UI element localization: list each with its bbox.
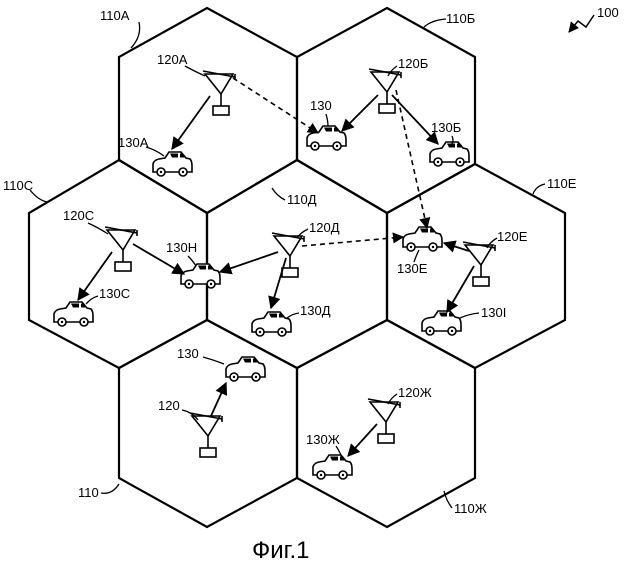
leader-110B xyxy=(424,19,446,27)
link-120Zh-130Zh xyxy=(348,424,377,456)
station-label-120D: 120Д xyxy=(309,220,340,235)
link-120B-130E-handover xyxy=(396,90,427,228)
leader-130D xyxy=(287,313,299,318)
vehicle-130D: 130Д xyxy=(252,303,331,336)
car-icon xyxy=(430,142,469,166)
station-label-120Zh: 120Ж xyxy=(398,385,432,400)
vehicle-label-130E: 130E xyxy=(397,261,428,276)
link-120-130 xyxy=(211,383,226,416)
leader-130 xyxy=(326,114,328,126)
vehicle-130A: 130A xyxy=(118,135,192,176)
vehicle-label-130Zh: 130Ж xyxy=(306,432,340,447)
cell-label-110B: 110Б xyxy=(446,11,475,26)
station-label-120C: 120C xyxy=(63,208,94,223)
vehicle-label-130D: 130Д xyxy=(300,303,331,318)
car-icon xyxy=(226,357,265,381)
vehicle-130Zh: 130Ж xyxy=(306,432,352,479)
car-icon xyxy=(403,227,442,251)
link-120D-130D xyxy=(271,258,286,308)
vehicle-130I: 130I xyxy=(422,305,506,335)
car-icon xyxy=(252,312,291,336)
vehicle-label-130I: 130I xyxy=(481,305,506,320)
base-station-120E: 120E xyxy=(463,229,528,286)
car-icon xyxy=(307,126,346,150)
link-120E-130I xyxy=(447,266,474,312)
leader-120C xyxy=(88,223,108,234)
base-station-120Zh: 120Ж xyxy=(368,385,432,443)
leader-110 xyxy=(101,484,119,493)
cell-label-110E: 110E xyxy=(547,176,577,191)
figure-ref-arrow xyxy=(569,15,594,32)
figure-ref-label: 100 xyxy=(597,5,619,20)
vehicle-130H: 130H xyxy=(166,240,220,288)
leader-120A xyxy=(185,66,205,76)
station-label-120A: 120A xyxy=(157,52,188,67)
car-icon xyxy=(313,455,352,479)
tower-icon xyxy=(272,233,304,277)
link-120E-130E xyxy=(444,243,469,251)
cell-label-110C: 110C xyxy=(3,178,33,193)
cell-label-110Zh: 110Ж xyxy=(454,501,487,516)
station-label-120B: 120Б xyxy=(398,56,428,71)
vehicle-130-top: 130 xyxy=(177,346,265,381)
vehicle-130C: 130C xyxy=(54,286,130,326)
leader-110D xyxy=(272,188,285,200)
station-label-120: 120 xyxy=(158,398,180,413)
station-label-120E: 120E xyxy=(497,229,528,244)
leader-130B xyxy=(452,136,453,144)
vehicle-label-130-top: 130 xyxy=(177,346,199,361)
tower-icon xyxy=(190,413,222,457)
leader-130H xyxy=(188,256,196,266)
vehicle-label-130H: 130H xyxy=(166,240,197,255)
vehicle-130: 130 xyxy=(307,98,346,150)
car-icon xyxy=(422,311,461,335)
car-icon xyxy=(181,264,220,288)
base-station-120: 120 xyxy=(158,398,222,457)
tower-icon xyxy=(368,399,400,443)
figure-caption: Фиг.1 xyxy=(252,537,310,564)
leader-130A xyxy=(146,147,164,156)
leader-130C xyxy=(86,296,98,304)
vehicle-label-130C: 130C xyxy=(99,286,130,301)
leader-130-top xyxy=(203,357,224,364)
vehicle-130E: 130E xyxy=(397,227,442,276)
figure-reference: 100 xyxy=(569,5,619,32)
tower-icon xyxy=(105,227,137,271)
car-icon xyxy=(54,302,93,326)
link-120B-130 xyxy=(342,95,378,131)
tower-icon xyxy=(463,242,495,286)
hex-cell-110A xyxy=(119,8,297,213)
tower-icon xyxy=(203,71,235,115)
link-120D-130H xyxy=(220,252,278,272)
cell-label-110: 110 xyxy=(78,485,99,500)
base-station-120C: 120C xyxy=(63,208,137,271)
leader-130I xyxy=(460,313,479,318)
base-station-120B: 120Б xyxy=(369,56,428,113)
cell-label-110A: 110A xyxy=(100,8,130,23)
leader-110A xyxy=(131,22,140,48)
vehicle-label-130: 130 xyxy=(310,98,332,113)
leader-110E xyxy=(533,184,545,194)
car-icon xyxy=(153,152,192,176)
vehicle-label-130B: 130Б xyxy=(431,120,461,135)
link-120A-130-handover xyxy=(233,78,318,133)
base-station-120A: 120A xyxy=(157,52,235,115)
cell-label-110D: 110Д xyxy=(287,192,317,207)
link-120A-130A xyxy=(172,96,210,149)
vehicle-label-130A: 130A xyxy=(118,135,149,150)
